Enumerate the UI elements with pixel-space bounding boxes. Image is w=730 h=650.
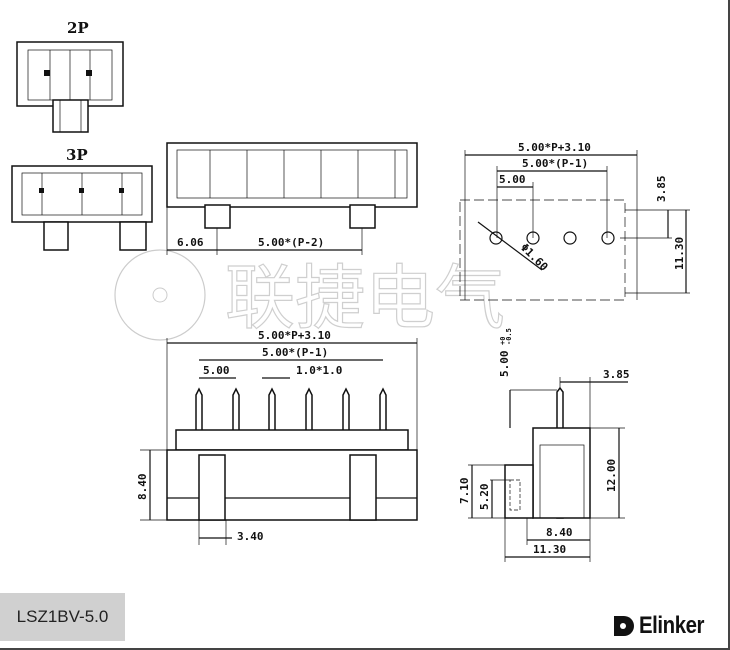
svg-text:联捷电气: 联捷电气 [225, 257, 505, 339]
dim-side-tol-lower: -0.5 [505, 328, 513, 345]
dim-side-slot-height: 5.20 [478, 484, 491, 511]
dim-side-height: 12.00 [605, 459, 618, 492]
dim-footprint-edge-offset: 3.85 [655, 176, 668, 203]
dim-footprint-overall: 5.00*P+3.10 [518, 141, 591, 154]
front-view [140, 338, 418, 545]
pcb-footprint [459, 150, 690, 301]
label-3p: 3P [66, 146, 88, 164]
top-view [166, 142, 418, 255]
view-3p [11, 165, 153, 251]
dim-front-overall: 5.00*P+3.10 [258, 329, 331, 342]
side-view [468, 377, 628, 562]
dim-side-pin-offset: 3.85 [603, 368, 630, 381]
dim-side-tol-upper: +0 [499, 337, 507, 345]
dim-side-pin-length: 5.00 [498, 351, 511, 378]
watermark: 联捷电气 [114, 249, 506, 341]
dim-pitch-span-top: 5.00*(P-2) [258, 236, 324, 249]
dim-footprint-pitch: 5.00 [499, 173, 526, 186]
dim-front-pin-offset: 3.40 [237, 530, 264, 543]
dim-side-flange-height: 7.10 [458, 478, 471, 505]
logo-icon [614, 616, 635, 636]
dim-front-pitch: 5.00 [203, 364, 230, 377]
dim-side-inner-width: 8.40 [546, 526, 573, 539]
view-2p [16, 41, 124, 133]
dim-front-height: 8.40 [136, 474, 149, 501]
label-2p: 2P [67, 19, 89, 37]
dim-footprint-depth: 11.30 [673, 237, 686, 270]
brand-logo: Elinker [612, 612, 716, 640]
dim-front-pitch-span: 5.00*(P-1) [262, 346, 328, 359]
dim-footprint-pitch-span: 5.00*(P-1) [522, 157, 588, 170]
dim-hole-diameter: Φ1.60 [518, 241, 551, 274]
model-number-label: LSZ1BV-5.0 [0, 593, 125, 641]
dim-side-total-width: 11.30 [533, 543, 566, 556]
brand-name: Elinker [639, 612, 705, 639]
dim-pin-section: 1.0*1.0 [296, 364, 342, 377]
dim-left-offset: 6.06 [177, 236, 204, 249]
